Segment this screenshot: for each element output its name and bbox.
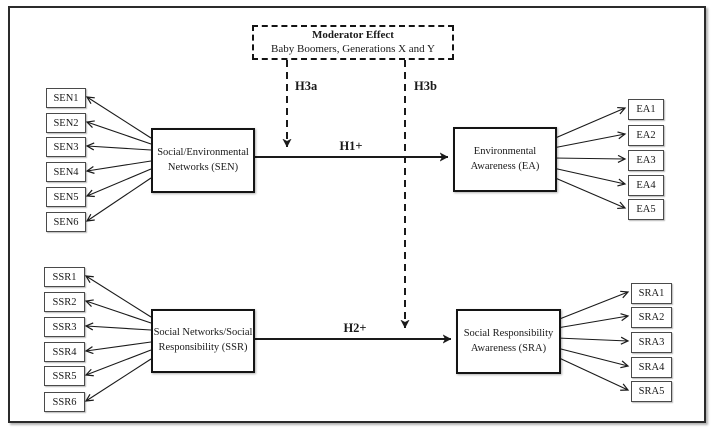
latent-ea-line2: Awareness (EA) [470, 160, 540, 172]
ea-indicator-arrows [552, 108, 625, 208]
latent-ssr-line1: Social Networks/Social [153, 327, 253, 339]
latent-sra-line2: Awareness (SRA) [470, 342, 547, 354]
h2-path-label: H2+ [343, 321, 367, 335]
indicator-sen3: SEN3 [46, 137, 86, 157]
latent-sra-line1: Social Responsibility [463, 327, 554, 339]
indicator-sen4: SEN4 [46, 162, 86, 182]
indicator-ssr4: SSR4 [44, 342, 85, 362]
indicator-ea1: EA1 [628, 99, 664, 120]
indicator-sra4: SRA4 [631, 357, 672, 378]
indicator-ssr2: SSR2 [44, 292, 85, 312]
latent-sen-line2: Networks (SEN) [167, 161, 239, 173]
latent-box-sra: Social Responsibility Awareness (SRA) [456, 309, 561, 374]
ssr-indicator-arrows [86, 276, 152, 401]
indicator-ssr1: SSR1 [44, 267, 85, 287]
moderator-subtitle: Baby Boomers, Generations X and Y [271, 42, 435, 55]
indicator-ea2: EA2 [628, 125, 664, 146]
latent-box-ea: Environmental Awareness (EA) [453, 127, 557, 192]
indicator-ea4: EA4 [628, 175, 664, 196]
latent-box-ssr: Social Networks/Social Responsibility (S… [151, 309, 255, 373]
latent-sen-line1: Social/Environmental [157, 146, 249, 158]
latent-box-sen: Social/Environmental Networks (SEN) [151, 128, 255, 193]
h1-path-label: H1+ [339, 139, 363, 153]
indicator-ssr6: SSR6 [44, 392, 85, 412]
indicator-sra3: SRA3 [631, 332, 672, 353]
sen-indicator-arrows [87, 97, 152, 221]
indicator-sen6: SEN6 [46, 212, 86, 232]
indicator-ea5: EA5 [628, 199, 664, 220]
indicator-sen5: SEN5 [46, 187, 86, 207]
indicator-ea3: EA3 [628, 150, 664, 171]
latent-ea-line1: Environmental [473, 145, 537, 157]
indicator-ssr3: SSR3 [44, 317, 85, 337]
indicator-sra5: SRA5 [631, 381, 672, 402]
diagram-border [8, 6, 706, 423]
indicator-sra1: SRA1 [631, 283, 672, 304]
moderator-box: Moderator Effect Baby Boomers, Generatio… [252, 25, 454, 60]
indicator-sra2: SRA2 [631, 307, 672, 328]
indicator-sen2: SEN2 [46, 113, 86, 133]
h3a-path-label: H3a [295, 79, 318, 93]
latent-ssr-line2: Responsibility (SSR) [158, 342, 248, 353]
moderator-title: Moderator Effect [312, 28, 394, 41]
h3b-path-label: H3b [414, 79, 437, 93]
sra-indicator-arrows [556, 292, 628, 390]
indicator-ssr5: SSR5 [44, 366, 85, 386]
indicator-sen1: SEN1 [46, 88, 86, 108]
